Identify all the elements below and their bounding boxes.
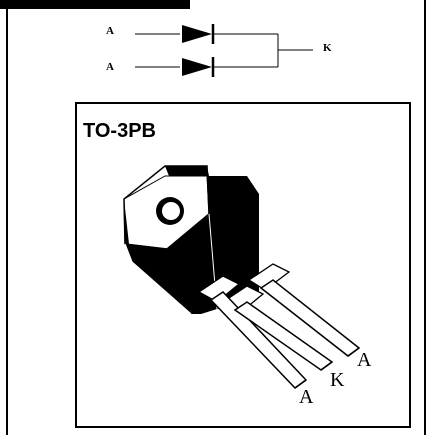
diode-top-triangle	[182, 25, 212, 43]
diode-bottom-triangle	[182, 58, 212, 76]
lead-right	[259, 279, 361, 357]
left-border-line	[6, 0, 8, 435]
package-title: TO-3PB	[83, 120, 156, 142]
pin-label-right: A	[357, 349, 372, 371]
diode-schematic	[135, 24, 313, 77]
header-bar	[0, 0, 190, 9]
pin-label-left: A	[299, 386, 314, 408]
pin-label-middle: K	[330, 369, 345, 391]
package-body	[123, 175, 259, 315]
right-border-line	[424, 0, 426, 435]
package-box: TO-3PB	[75, 102, 411, 428]
anode-top-label: A	[106, 25, 114, 37]
mounting-hole-inner	[162, 202, 180, 220]
to3pb-package-drawing	[123, 165, 361, 389]
cathode-label: K	[323, 42, 332, 54]
package-leads	[209, 279, 361, 389]
anode-bottom-label: A	[106, 61, 114, 73]
